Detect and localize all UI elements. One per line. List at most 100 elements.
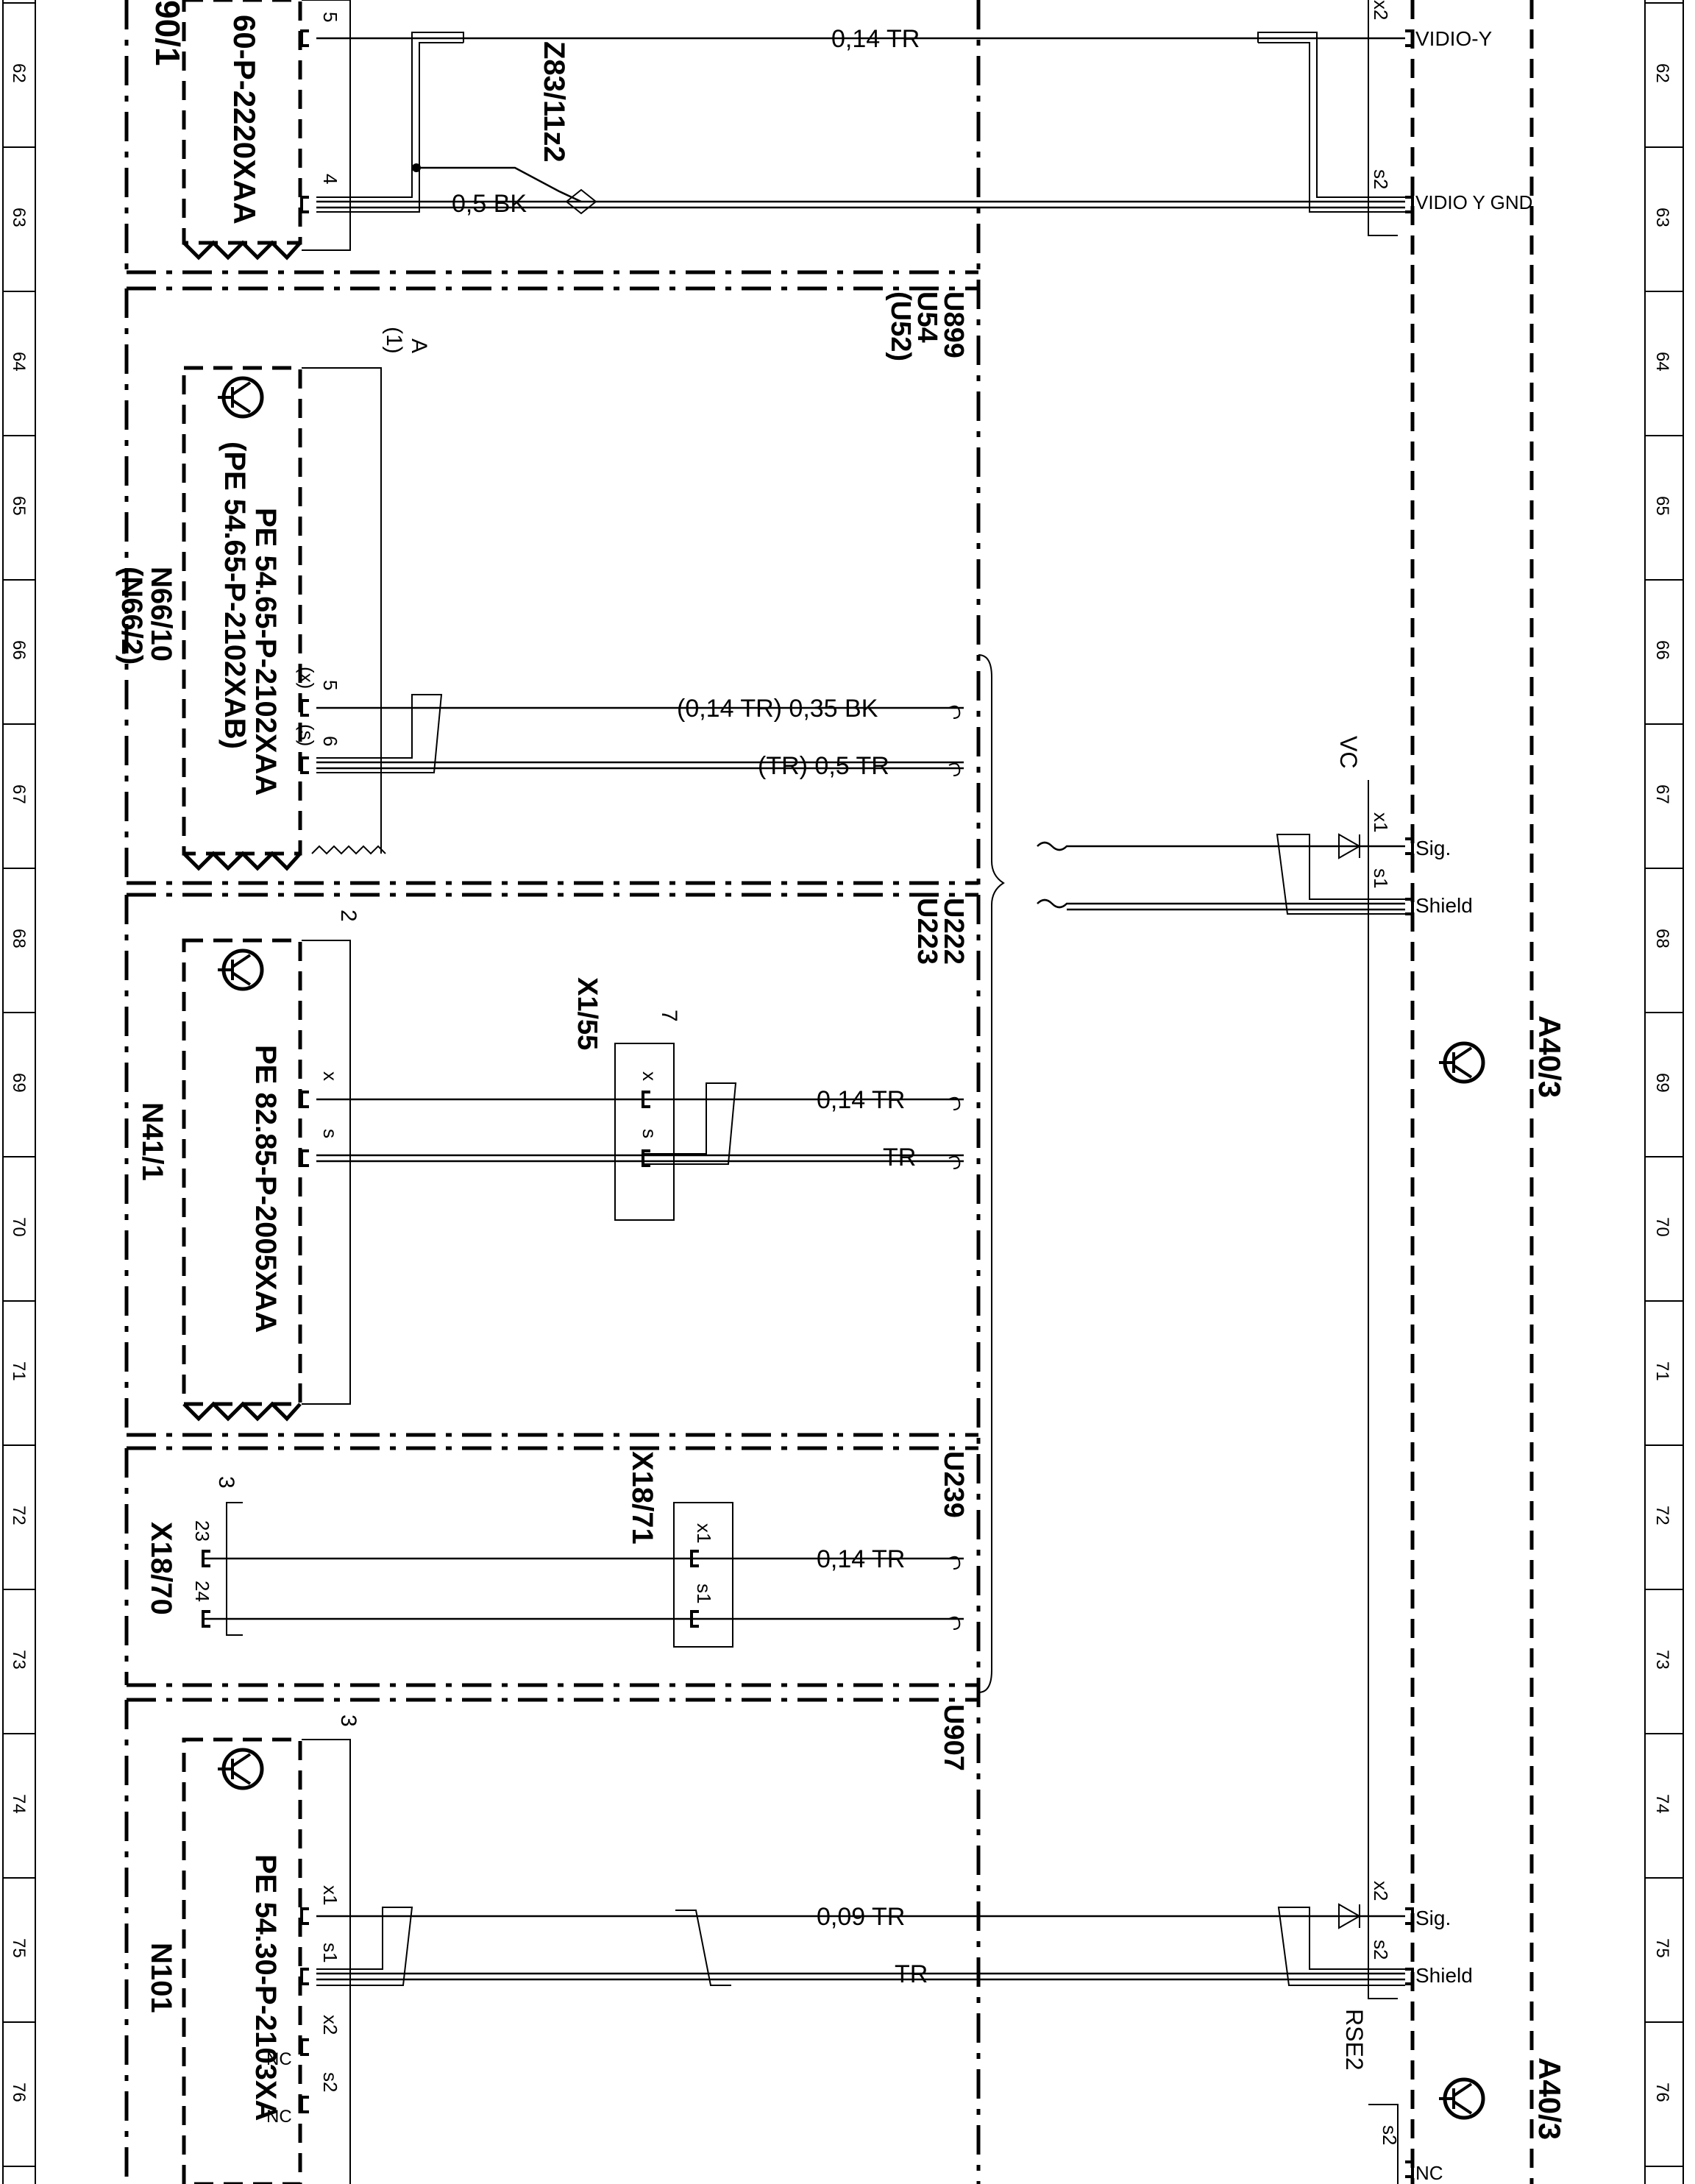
ruler-number: 71 — [1652, 1361, 1672, 1381]
u223-label: U223 — [912, 898, 942, 965]
ruler-number: 64 — [9, 352, 29, 372]
ruler-number: 70 — [1652, 1217, 1672, 1237]
wire-label-w3: (0,14 TR) 0,35 BK — [677, 695, 878, 723]
pin-terminal — [1405, 196, 1414, 213]
z83-label: Z83/11z2 — [538, 41, 570, 163]
top-component-id: 90/1 — [149, 0, 187, 66]
wire-label-w7: 0,14 TR — [817, 1545, 905, 1573]
signal-vidio-y: VIDIO-Y — [1415, 27, 1493, 50]
pin-terminal — [1405, 1907, 1414, 1925]
transistor-icon — [218, 376, 264, 419]
wires — [205, 32, 1405, 1986]
pin-1: (1) — [382, 327, 406, 354]
ruler-number: 65 — [9, 496, 29, 516]
ruler-number: 62 — [1652, 63, 1672, 83]
pin-terminal — [300, 1091, 309, 1108]
signal-sig-1: Sig. — [1415, 837, 1451, 859]
pin-x2: x — [639, 1071, 661, 1081]
wire-label-w9: TR — [895, 1960, 928, 1988]
ruler-number: 69 — [9, 1073, 29, 1093]
ruler-number: 66 — [1652, 640, 1672, 660]
signal-shield-1: Shield — [1415, 894, 1473, 917]
top-part-number: 60-P-2220XAA — [227, 15, 262, 224]
n101-label: N101 — [145, 1943, 177, 2013]
transistor-icon — [1439, 2077, 1485, 2120]
ruler-number: 67 — [9, 784, 29, 804]
pin-terminal — [202, 1610, 210, 1628]
pin-terminal — [1405, 837, 1414, 855]
pin-3b: 3 — [336, 1715, 360, 1727]
n41-part-number: PE 82.85-P-2005XAA — [249, 1045, 282, 1333]
pin-a: A — [407, 338, 431, 353]
pin-3: 3 — [214, 1476, 238, 1489]
ruler-number: 63 — [9, 208, 29, 227]
n66-part-number-alt: (PE 54.65-P-2102XAB) — [218, 442, 251, 749]
pin-6: 6 — [319, 736, 341, 746]
pin-terminal — [300, 2096, 309, 2113]
pin-x1: x1 — [693, 1523, 715, 1543]
pin-terminal — [300, 1149, 309, 1167]
ruler-number: 74 — [1652, 1794, 1672, 1814]
z83-ground-diamond — [565, 188, 597, 215]
pin-terminal — [1405, 2160, 1414, 2178]
x18-70-label: X18/70 — [145, 1522, 177, 1615]
pin-x: x — [319, 1071, 341, 1081]
u907-label: U907 — [938, 1704, 969, 1771]
pin-terminal — [1405, 898, 1414, 915]
x18-71-label: X18/71 — [626, 1451, 658, 1545]
pin-s2b: s2 — [319, 2072, 341, 2092]
u899-label: U899 — [938, 291, 969, 358]
ruler-number: 76 — [1652, 2082, 1672, 2102]
pin-s: s — [319, 1129, 341, 1138]
pin-terminal — [1405, 29, 1414, 47]
ruler-number: 70 — [9, 1217, 29, 1237]
ruler-number: 64 — [1652, 352, 1672, 372]
pin-5: 5 — [319, 12, 341, 22]
u239-label: U239 — [938, 1451, 969, 1518]
n101-part-number: PE 54.30-P-2103XA — [249, 1854, 282, 2121]
signal-arrows — [565, 188, 1362, 1929]
u52-label: (U52) — [885, 291, 916, 361]
x1-55-label: X1/55 — [572, 977, 603, 1050]
wire-label-w2: 0,5 BK — [452, 190, 527, 218]
pin-nc1: NC — [266, 2049, 292, 2069]
signal-sig-2: Sig. — [1415, 1907, 1451, 1929]
vc-label: VC — [1335, 736, 1362, 768]
pin-rs2: s2 — [1370, 169, 1392, 189]
pin-terminal — [300, 699, 309, 717]
ruler-number: 75 — [9, 1938, 29, 1958]
pin-2: 2 — [336, 910, 360, 922]
pin-terminal — [300, 29, 309, 47]
pin-terminal — [690, 1550, 699, 1567]
wire-label-w8: 0,09 TR — [817, 1903, 905, 1931]
ruler-number: 68 — [9, 929, 29, 949]
connector-brackets — [226, 0, 1399, 2184]
n66-label: N66/10 — [145, 567, 177, 662]
wire-label-w1: 0,14 TR — [831, 25, 920, 53]
pin-terminals — [202, 29, 1414, 2178]
u54-label: U54 — [912, 291, 942, 343]
pin-5b: 5 — [319, 680, 341, 690]
pin-terminal — [300, 1907, 309, 1925]
pin-x1b: x1 — [319, 1885, 341, 1905]
ruler-number: 72 — [1652, 1506, 1672, 1525]
transistor-icon — [218, 949, 264, 991]
pin-x-paren: (x) — [296, 667, 318, 689]
pin-terminal — [300, 2038, 309, 2056]
pin-terminal — [690, 1610, 699, 1628]
signal-vidio-gnd: VIDIO Y GND — [1415, 191, 1532, 213]
ruler-number: 76 — [9, 2082, 29, 2102]
wire-label-w4: (TR) 0,5 TR — [758, 752, 889, 780]
pin-terminal — [300, 756, 309, 774]
pin-4: 4 — [319, 174, 341, 184]
n66-part-number: PE 54.65-P-2102XAA — [249, 508, 282, 795]
pin-s-paren: (s) — [296, 724, 318, 746]
a40-3-label-1: A40/3 — [1532, 1015, 1567, 1098]
ruler-number: 62 — [9, 63, 29, 83]
ruler-number: 66 — [9, 640, 29, 660]
a40-3-label-2: A40/3 — [1532, 2057, 1567, 2140]
n41-label: N41/1 — [136, 1102, 168, 1181]
ruler-number: 67 — [1652, 784, 1672, 804]
